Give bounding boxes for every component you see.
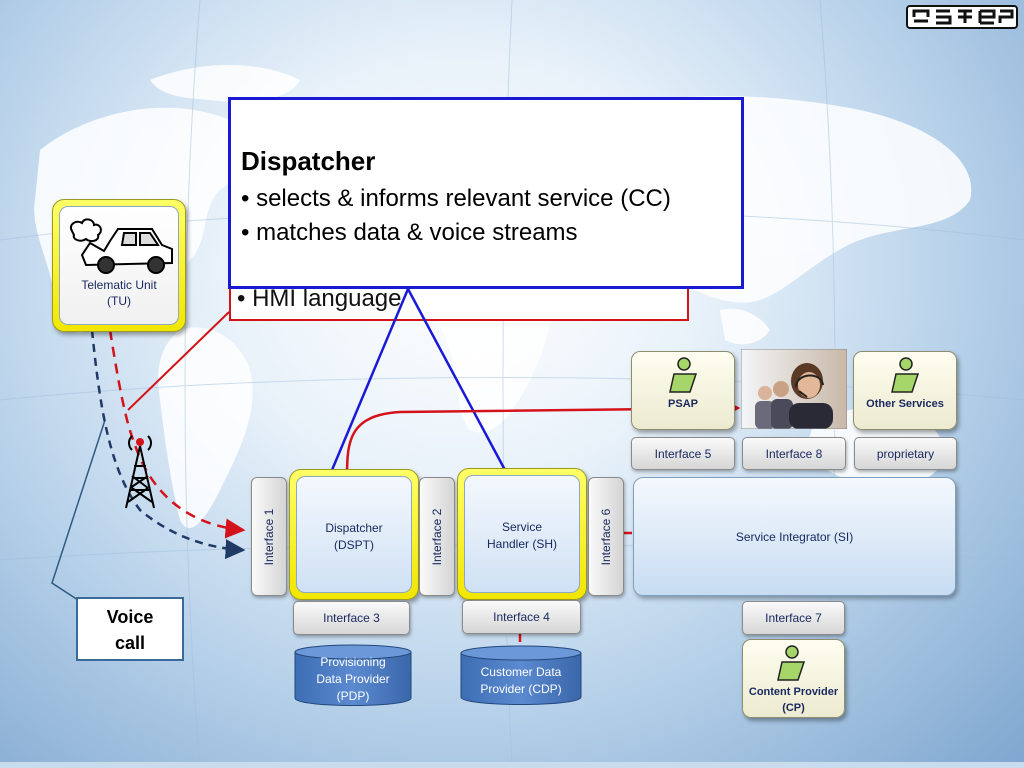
content-provider-card[interactable]: Content Provider (CP): [742, 639, 845, 718]
service-handler-label: Service: [501, 520, 542, 534]
person-icon: [891, 357, 920, 393]
company-logo-icon: [906, 5, 1018, 29]
person-icon: [669, 357, 698, 393]
telematic-unit-label: Telematic Unit: [81, 278, 157, 292]
call-center-agents-photo: [741, 349, 847, 429]
person-icon: [777, 645, 806, 681]
content-provider-label: Content Provider: [748, 686, 839, 698]
other-services-card[interactable]: Other Services: [853, 351, 957, 430]
psap-card[interactable]: PSAP: [631, 351, 735, 430]
dispatcher-callout-item: • selects & informs relevant service (CC…: [241, 185, 671, 212]
psap-label: PSAP: [668, 398, 698, 410]
interface-1-label: Interface 1: [262, 508, 276, 565]
interface-6-box[interactable]: Interface 6: [588, 477, 624, 596]
interface-3-box[interactable]: Interface 3: [293, 601, 410, 635]
interface-8-box[interactable]: Interface 8: [742, 437, 846, 470]
interface-7-box[interactable]: Interface 7: [742, 601, 845, 635]
bottom-band: [0, 762, 1024, 768]
interface-3-label: Interface 3: [323, 611, 380, 625]
database-icon: [460, 645, 582, 705]
database-icon: [294, 644, 412, 706]
voice-call-label: Voice: [106, 607, 154, 627]
pdp-label: Data Provider: [316, 672, 390, 686]
telematic-unit-card[interactable]: Telematic Unit (TU): [52, 199, 186, 332]
interface-5-box[interactable]: Interface 5: [631, 437, 735, 470]
radio-tower-icon: [125, 435, 155, 509]
interface-5-label: Interface 5: [654, 446, 712, 461]
interface-2-label: Interface 2: [430, 508, 444, 565]
interface-4-box[interactable]: Interface 4: [462, 600, 581, 634]
interface-1-box[interactable]: Interface 1: [251, 477, 287, 596]
telematic-unit-sublabel: (TU): [107, 294, 131, 308]
other-services-label: Other Services: [866, 398, 944, 410]
content-provider-sublabel: (CP): [782, 702, 805, 714]
pdp-database[interactable]: Provisioning Data Provider (PDP): [294, 644, 412, 706]
interface-4-label: Interface 4: [493, 610, 550, 624]
voice-call-box: Voice call: [76, 597, 184, 661]
service-integrator-box[interactable]: Service Integrator (SI): [633, 477, 956, 596]
proprietary-label: proprietary: [876, 446, 935, 461]
service-handler-sublabel: Handler (SH): [486, 537, 558, 551]
pdp-label: (PDP): [336, 689, 370, 703]
dispatcher-callout-box: Dispatcher • selects & informs relevant …: [228, 97, 744, 289]
interface-7-label: Interface 7: [765, 611, 822, 625]
dispatcher-card[interactable]: Dispatcher (DSPT): [289, 469, 419, 600]
proprietary-box[interactable]: proprietary: [854, 437, 957, 470]
cdp-label: Customer Data: [480, 665, 562, 679]
dispatcher-sublabel: (DSPT): [334, 538, 374, 552]
interface-2-box[interactable]: Interface 2: [419, 477, 455, 596]
cdp-database[interactable]: Customer Data Provider (CDP): [460, 645, 582, 705]
interface-8-label: Interface 8: [765, 446, 823, 461]
dispatcher-callout-title: Dispatcher: [241, 146, 376, 176]
service-integrator-label: Service Integrator (SI): [735, 530, 854, 544]
pdp-label: Provisioning: [320, 655, 386, 669]
cdp-label: Provider (CDP): [480, 682, 562, 696]
dispatcher-callout-item: • matches data & voice streams: [241, 219, 578, 246]
interface-6-label: Interface 6: [599, 508, 613, 565]
service-handler-card[interactable]: Service Handler (SH): [457, 468, 587, 600]
tu-callout-item: • HMI language: [237, 285, 402, 312]
voice-call-sublabel: call: [114, 633, 146, 653]
dispatcher-label: Dispatcher: [325, 521, 383, 535]
crashed-car-icon: [70, 218, 173, 274]
